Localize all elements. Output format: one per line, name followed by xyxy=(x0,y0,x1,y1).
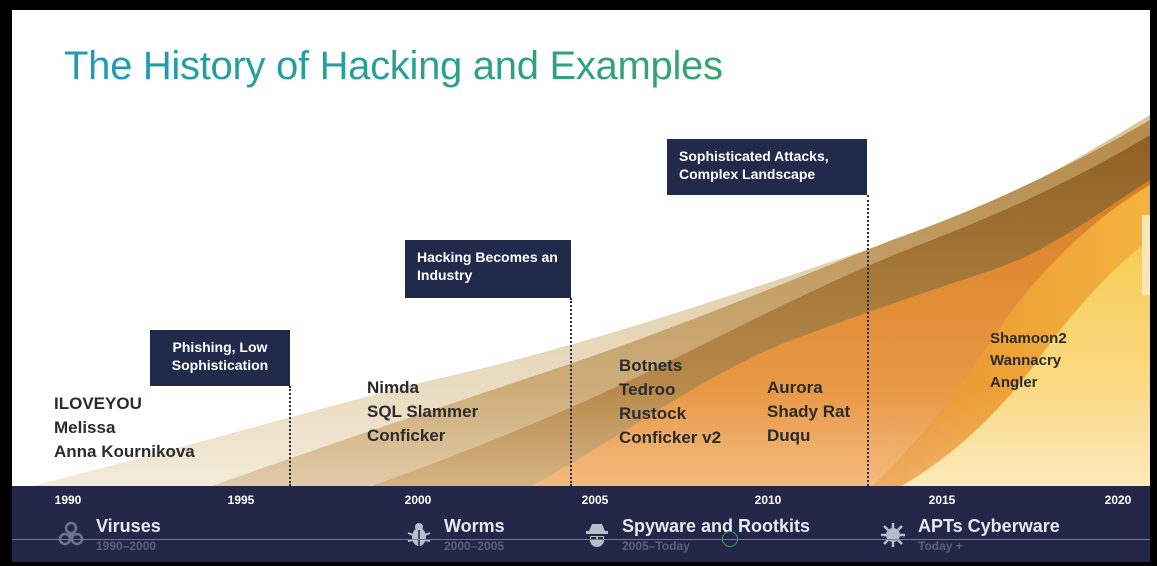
examples-industry: Botnets Tedroo Rustock Conficker v2 xyxy=(619,354,721,450)
category-name: Worms xyxy=(444,516,505,536)
growth-area-chart xyxy=(12,115,1150,486)
examples-apt-recent: Shamoon2 Wannacry Angler xyxy=(990,328,1067,394)
video-scan-line xyxy=(12,539,1150,540)
year-label: 2020 xyxy=(1104,493,1132,507)
example-item: Botnets xyxy=(619,356,683,375)
edge-highlight xyxy=(1142,215,1150,295)
category-name: Spyware and Rootkits xyxy=(622,516,811,536)
example-item: Wannacry xyxy=(990,352,1062,369)
year-label: 1990 xyxy=(54,493,82,507)
category-range: 1990–2000 xyxy=(96,539,157,553)
category-range: Today + xyxy=(918,539,963,553)
slide: The History of Hacking and Examples Phis… xyxy=(12,10,1150,562)
timeline-bar: 1990 1995 2000 2005 2010 2015 2020 Virus… xyxy=(12,486,1150,562)
mouse-cursor-ring xyxy=(722,531,738,547)
example-item: Nimda xyxy=(367,378,419,397)
biohazard-icon xyxy=(56,520,86,550)
spy-icon xyxy=(582,520,612,550)
example-item: Rustock xyxy=(619,404,687,423)
example-item: Shamoon2 xyxy=(990,330,1067,347)
category-spyware: Spyware and Rootkits 2005–Today xyxy=(582,516,810,554)
example-item: Duqu xyxy=(767,426,811,445)
era-label-sophisticated: Sophisticated Attacks, Complex Landscape xyxy=(667,139,867,195)
example-item: Aurora xyxy=(767,378,823,397)
examples-worms: Nimda SQL Slammer Conficker xyxy=(367,376,478,448)
example-item: Conficker v2 xyxy=(619,428,722,447)
era-marker-line xyxy=(867,195,869,486)
era-label-industry: Hacking Becomes an Industry xyxy=(405,240,571,298)
year-label: 2000 xyxy=(404,493,432,507)
example-item: Angler xyxy=(990,374,1038,391)
category-worms: Worms 2000–2005 xyxy=(404,516,505,554)
category-apts: APTs Cyberware Today + xyxy=(878,516,1060,554)
category-name: APTs Cyberware xyxy=(918,516,1060,536)
year-label: 2015 xyxy=(928,493,956,507)
era-marker-line xyxy=(570,298,572,486)
year-label: 1995 xyxy=(227,493,255,507)
example-item: Tedroo xyxy=(619,380,676,399)
example-item: ILOVEYOU xyxy=(54,394,142,413)
year-label: 2005 xyxy=(581,493,609,507)
examples-apt-early: Aurora Shady Rat Duqu xyxy=(767,376,850,448)
era-label-phishing: Phishing, Low Sophistication xyxy=(150,330,290,386)
category-range: 2000–2005 xyxy=(444,539,505,553)
example-item: Anna Kournikova xyxy=(54,442,195,461)
example-item: SQL Slammer xyxy=(367,402,479,421)
category-name: Viruses xyxy=(96,516,161,536)
bug-icon xyxy=(404,520,434,550)
virus-icon xyxy=(878,520,908,550)
era-marker-line xyxy=(289,386,291,486)
year-label: 2010 xyxy=(754,493,782,507)
example-item: Shady Rat xyxy=(767,402,851,421)
category-viruses: Viruses 1990–2000 xyxy=(56,516,161,554)
examples-viruses: ILOVEYOU Melissa Anna Kournikova xyxy=(54,392,195,464)
example-item: Conficker xyxy=(367,426,446,445)
category-range: 2005–Today xyxy=(622,539,690,553)
page-title: The History of Hacking and Examples xyxy=(64,44,723,88)
example-item: Melissa xyxy=(54,418,116,437)
